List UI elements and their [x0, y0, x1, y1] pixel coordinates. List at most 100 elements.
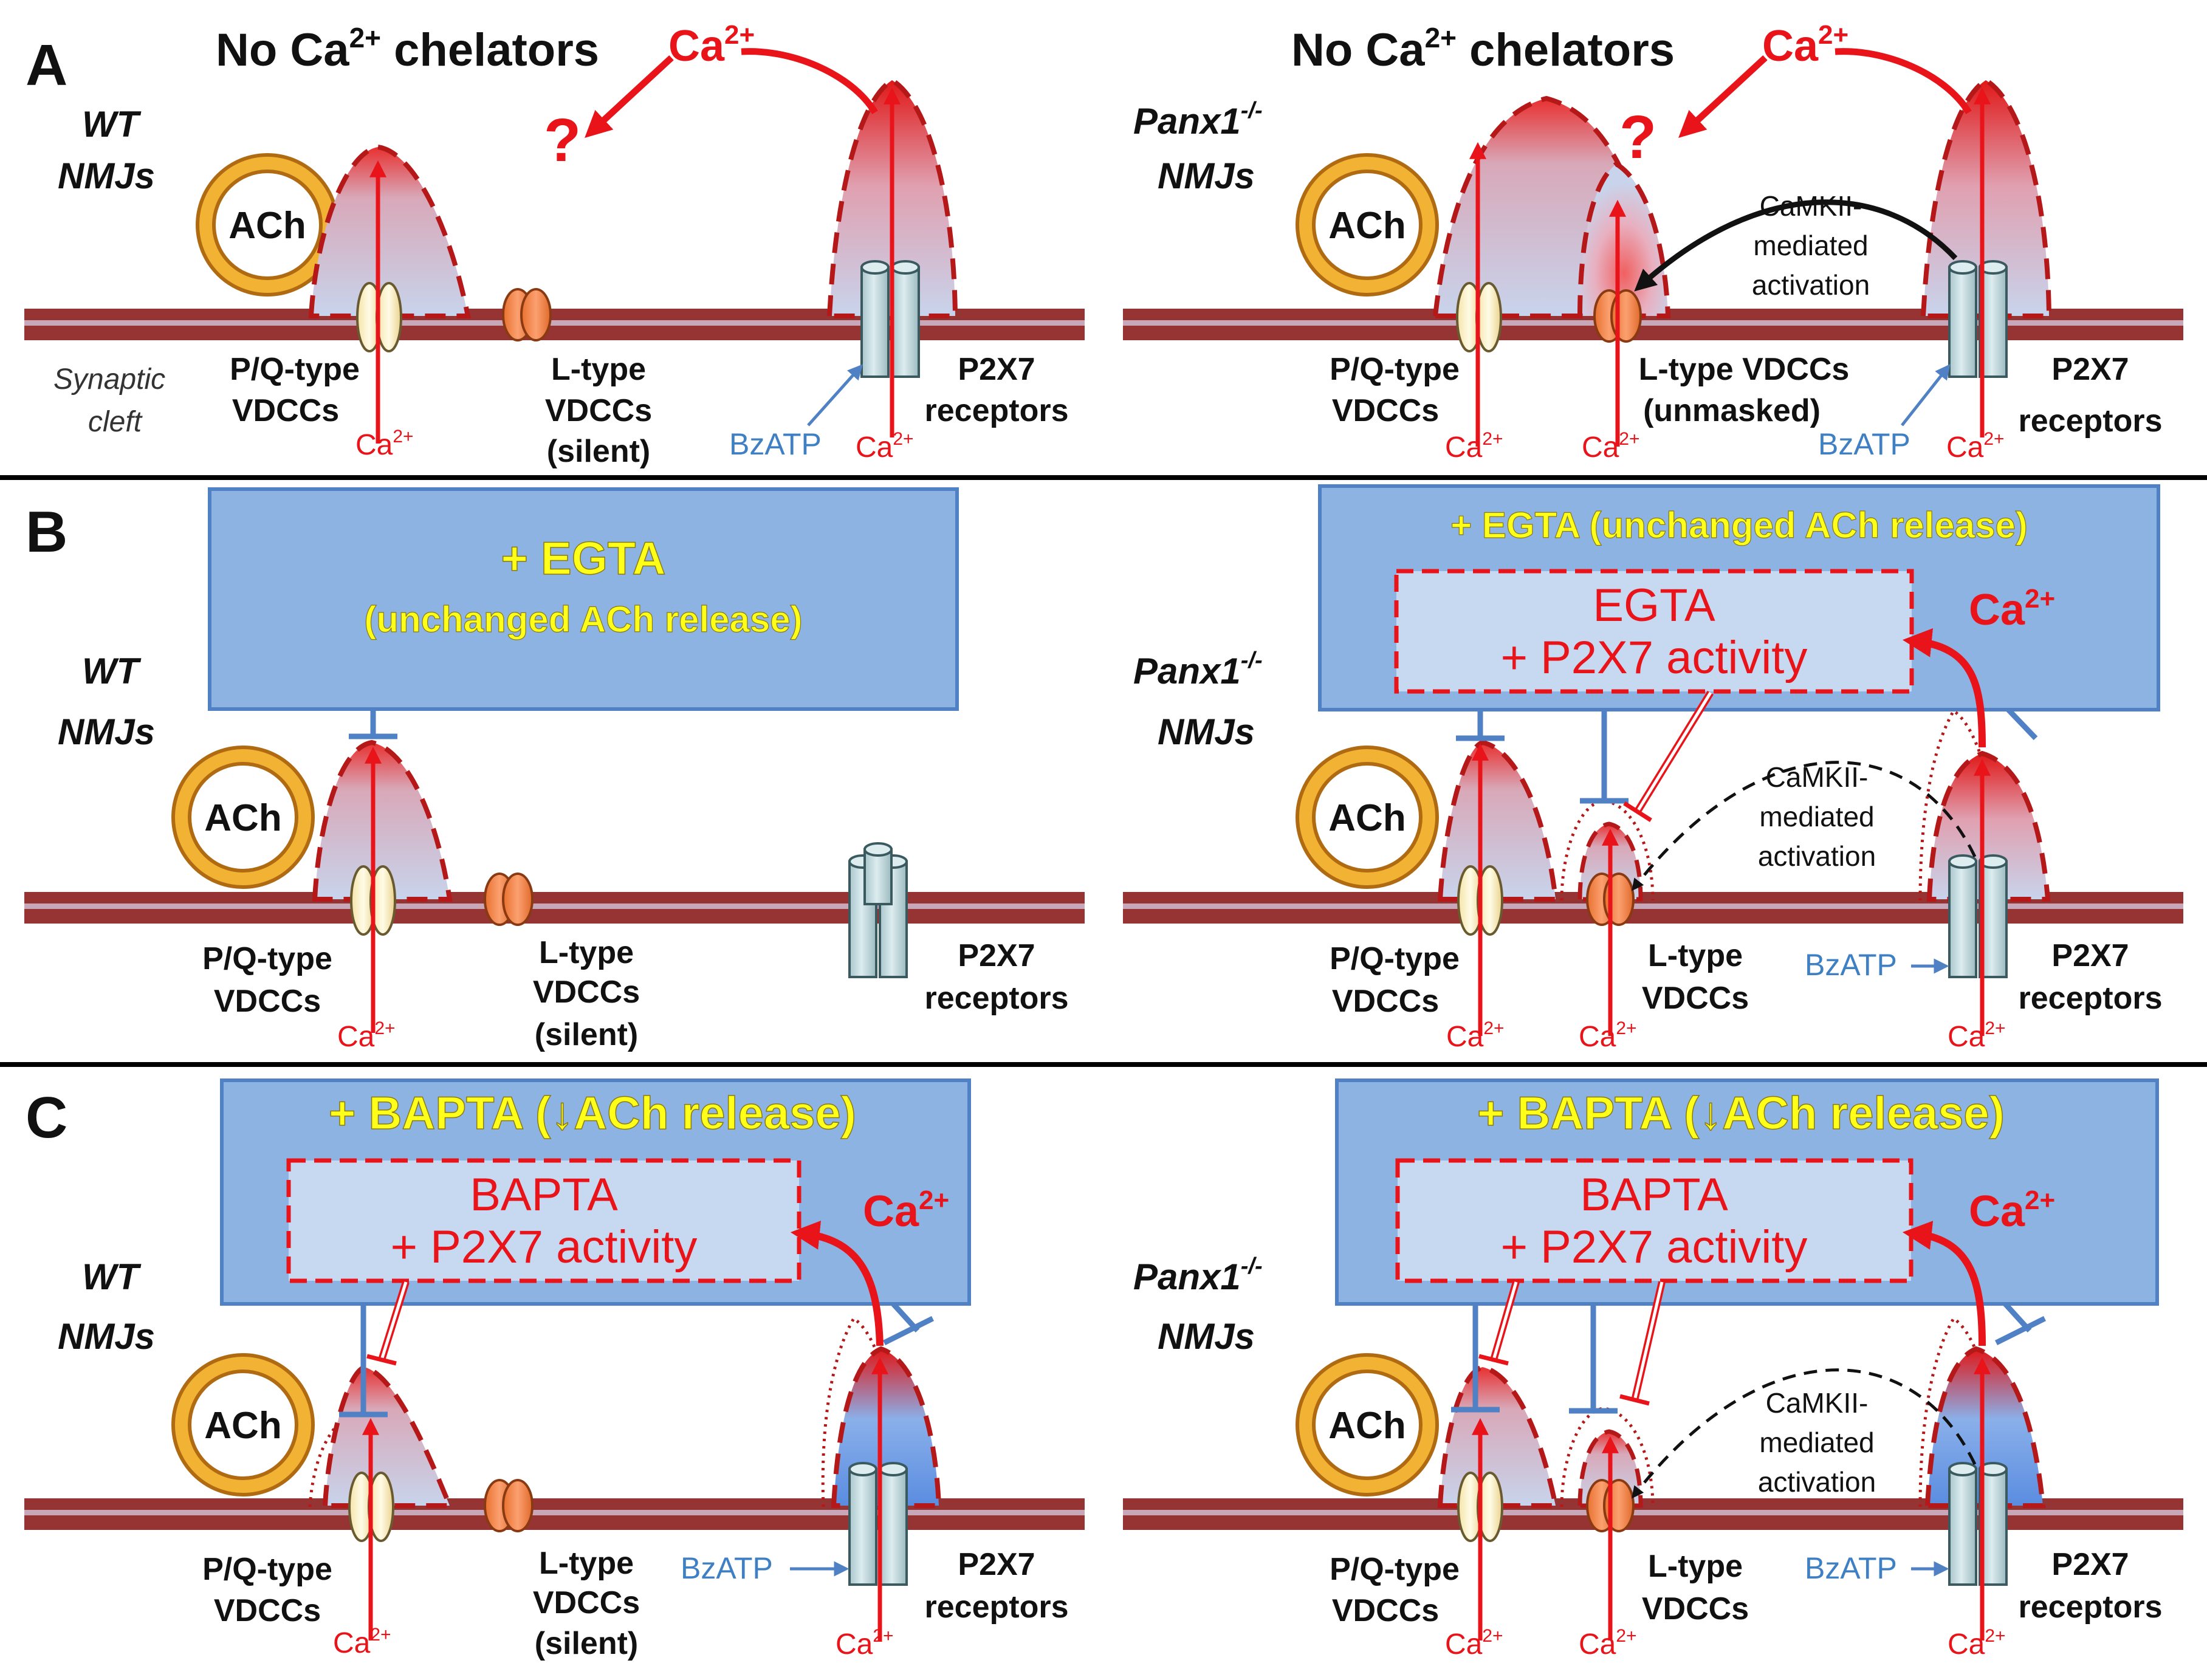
receptors-label-ko-b: receptors — [2019, 981, 2163, 1016]
genotype-panx1-c: Panx1-/- — [1133, 1253, 1263, 1297]
pq-channel — [356, 282, 402, 352]
inner-bapta-label-ko: BAPTA — [1580, 1169, 1728, 1221]
pq-type-label-c: P/Q-type — [202, 1552, 332, 1587]
receptors-label-ko: receptors — [2019, 403, 2163, 439]
pq-channel-b — [350, 865, 396, 936]
panel-letter-a: A — [26, 33, 67, 98]
ca-label-p2x7-ko: Ca2+ — [1946, 429, 2005, 464]
genotype-panx1: Panx1-/- — [1133, 98, 1263, 142]
p2x7-label-b: P2X7 — [958, 938, 1035, 973]
camkii-label-b: CaMKII- — [1766, 761, 1869, 793]
pq-calcium-plume-b — [312, 739, 453, 902]
ca-label-l-ko-c: Ca2+ — [1579, 1626, 1637, 1661]
egta-box-subtitle: (unchanged ACh release) — [364, 599, 802, 640]
camkii-activation-arrow-b — [1632, 761, 1977, 891]
bapta-box-title: + BAPTA (↓ACh release) — [329, 1088, 856, 1139]
activation-label-b: activation — [1758, 840, 1876, 872]
l-vdccs-label: VDCCs — [545, 393, 652, 428]
bapta-p2x7-inner-box — [286, 1158, 801, 1283]
inner-bapta-label: BAPTA — [470, 1169, 618, 1221]
camkii-activation-arrow-c — [1632, 1368, 1977, 1499]
camkii-label: CaMKII- — [1760, 190, 1862, 222]
egta-box-title-ko: + EGTA (unchanged ACh release) — [1450, 505, 2028, 546]
pq-calcium-plume-ko-b — [1437, 739, 1559, 902]
p2x7-label-ko-b: P2X7 — [2051, 938, 2129, 973]
pq-channel-ko-c — [1457, 1472, 1503, 1542]
l-vdccs-label-c: VDCCs — [533, 1585, 640, 1620]
ca-label-pq-ko: Ca2+ — [1445, 429, 1503, 464]
l-type-label-ko-c: L-type — [1648, 1549, 1743, 1584]
genotype-wt: WT — [82, 104, 142, 145]
camkii-activation-arrow — [1634, 199, 1958, 292]
mediated-label: mediated — [1753, 230, 1868, 261]
ca-to-inner-box-arrow-ko-c — [1902, 1221, 1986, 1346]
ca-label-pq-ko-b: Ca2+ — [1446, 1018, 1505, 1053]
pq-vdccs-label-ko-b: VDCCs — [1332, 984, 1439, 1019]
question-mark: ? — [544, 106, 581, 174]
bzatp-arrow — [807, 364, 863, 427]
ca-label-pq: Ca2+ — [355, 427, 414, 461]
l-silent-label: (silent) — [547, 434, 650, 469]
ach-label: ACh — [228, 205, 306, 247]
l-type-label: L-type — [551, 352, 646, 387]
l-type-vdccs-label-ko: L-type VDCCs — [1639, 352, 1850, 387]
bapta-box-title-ko: + BAPTA (↓ACh release) — [1477, 1088, 2005, 1139]
pq-vdccs-label-c: VDCCs — [214, 1593, 321, 1628]
receptors-label-b: receptors — [925, 981, 1069, 1016]
genotype-nmjs: NMJs — [58, 156, 155, 196]
activation-label: activation — [1752, 269, 1870, 301]
inner-egta-label: EGTA — [1593, 580, 1715, 631]
genotype-nmjs-c: NMJs — [58, 1316, 155, 1357]
pq-vddcs-label: VDCCs — [232, 393, 339, 428]
p2x7-activity-inhibition-l — [1623, 690, 1714, 822]
panel-a-ko: No Ca2+ chelators Panx1-/- NMJs ACh CaM — [1133, 20, 2163, 464]
bzatp-arrow-ko — [1901, 364, 1951, 427]
panel-c-wt: + BAPTA (↓ACh release) BAPTA + P2X7 acti… — [58, 1078, 1069, 1661]
p2x7-label: P2X7 — [958, 352, 1035, 387]
ach-label-b: ACh — [204, 797, 281, 839]
inner-p2x7-activity-label-c: + P2X7 activity — [391, 1221, 698, 1273]
ca-label-pq-ko-c: Ca2+ — [1445, 1626, 1503, 1661]
genotype-wt-c: WT — [82, 1257, 142, 1297]
p2x7-activity-inhibition-pq — [366, 1281, 410, 1366]
l-calcium-microdomain-ko-c — [1560, 1407, 1655, 1507]
ca-spread-label-ko: Ca2+ — [1762, 20, 1848, 70]
p2x7-receptor-c — [848, 1462, 908, 1586]
genotype-wt-b: WT — [82, 651, 142, 691]
ca-label-l-ko: Ca2+ — [1582, 429, 1640, 464]
genotype-nmjs-ko-c: NMJs — [1158, 1316, 1255, 1357]
ca-label-upper-ko-b: Ca2+ — [1969, 584, 2055, 634]
title-no-chelators-ko: No Ca2+ chelators — [1291, 22, 1675, 76]
egta-p2x7-inner-box — [1394, 569, 1914, 694]
pq-type-label-ko-b: P/Q-type — [1330, 941, 1460, 976]
l-vdccs-label-b: VDCCs — [533, 975, 640, 1010]
l-type-channel-c — [484, 1479, 534, 1532]
l-type-channel-b — [484, 873, 534, 926]
ca-label-pq-c: Ca2+ — [333, 1625, 391, 1659]
ca-spread-arrow — [741, 48, 878, 114]
pq-vdccs-label-ko: VDCCs — [1332, 393, 1439, 428]
bzatp-label-ko-b: BzATP — [1805, 948, 1897, 982]
receptors-label-ko-c: receptors — [2019, 1589, 2163, 1625]
genotype-nmjs-ko: NMJs — [1158, 156, 1255, 196]
bzatp-label-ko-c: BzATP — [1805, 1551, 1897, 1585]
title-no-chelators: No Ca2+ chelators — [216, 22, 599, 76]
pq-type-label-b: P/Q-type — [202, 941, 332, 976]
bzatp-label-c: BzATP — [681, 1551, 773, 1585]
inner-p2x7-activity-label: + P2X7 activity — [1501, 632, 1808, 684]
ca-label-upper-c: Ca2+ — [863, 1185, 949, 1236]
l-type-label-b: L-type — [539, 935, 634, 970]
unmasked-label: (unmasked) — [1643, 393, 1821, 428]
ca-label-upper-ko-c: Ca2+ — [1969, 1185, 2055, 1236]
ca-label-l-ko-b: Ca2+ — [1579, 1018, 1637, 1053]
p2x7-receptor-ko-c — [1948, 1462, 2008, 1586]
panel-letter-b: B — [26, 499, 67, 564]
p2x7-label-ko: P2X7 — [2051, 352, 2129, 387]
p2x7-receptor-b — [848, 842, 908, 978]
pq-type-label-ko-c: P/Q-type — [1330, 1552, 1460, 1587]
inner-p2x7-activity-label-ko-c: + P2X7 activity — [1501, 1221, 1808, 1273]
genotype-panx1-b: Panx1-/- — [1133, 648, 1263, 691]
ca-label-p2x7-ko-c: Ca2+ — [1948, 1626, 2006, 1661]
question-mark-ko: ? — [1619, 103, 1656, 171]
